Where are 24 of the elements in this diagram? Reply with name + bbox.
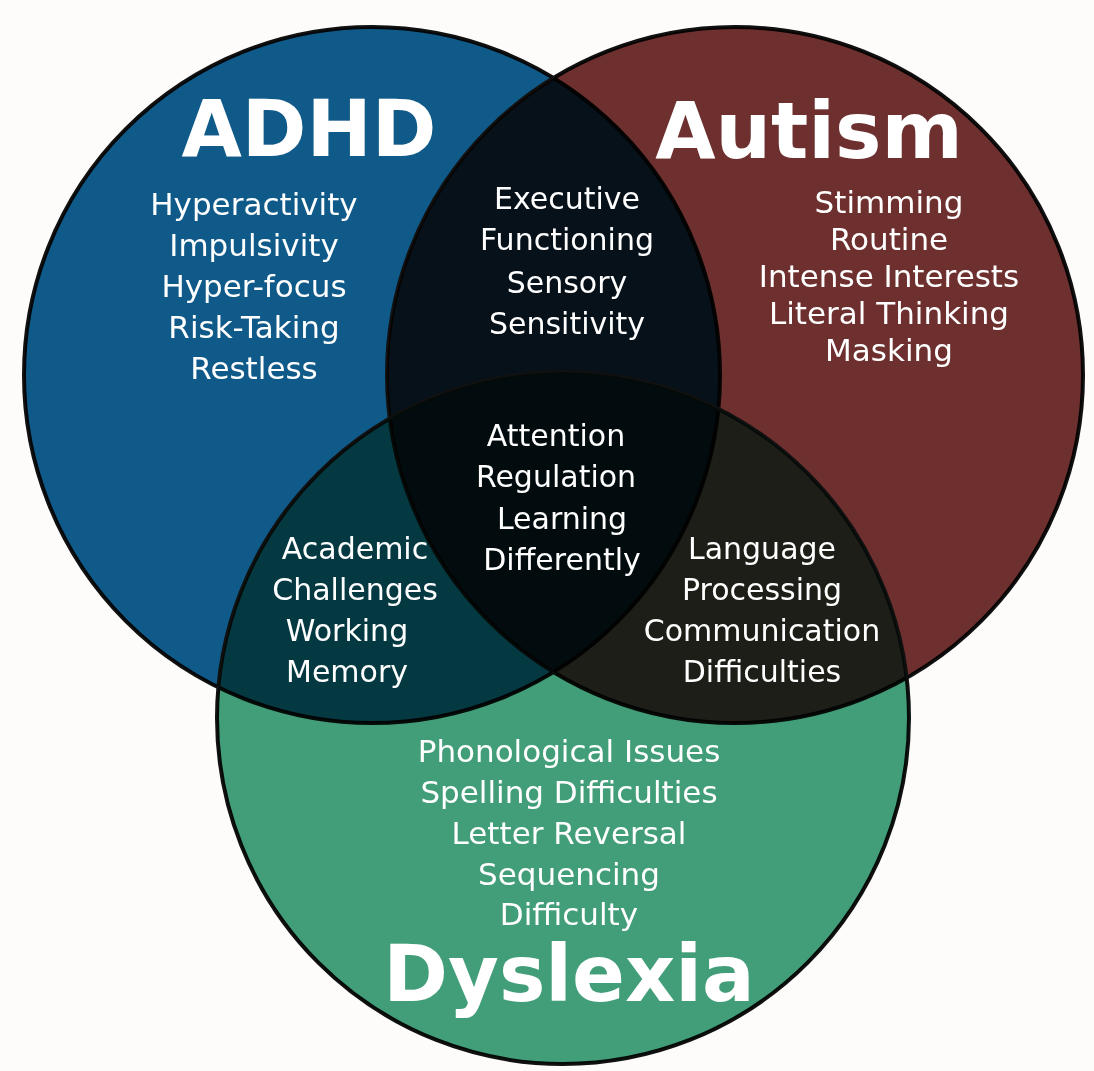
trait-text: Impulsivity [169, 226, 339, 265]
circle-heading: Autism [655, 86, 963, 176]
trait-text: Hyperactivity [150, 185, 358, 224]
trait-text: Intense Interests [758, 258, 1020, 294]
overlap-text: Learning Differently [483, 500, 641, 579]
circle-heading: ADHD [181, 84, 437, 174]
trait-text: Stimming [814, 184, 964, 220]
overlap-text: Academic Challenges [272, 530, 438, 609]
trait-text: Letter Reversal [451, 814, 687, 853]
trait-text: Restless [190, 349, 318, 388]
trait-text: Sequencing Difficulty [478, 855, 660, 934]
overlap-text: Sensory Sensitivity [488, 264, 646, 343]
overlap-text: Language Processing [681, 530, 843, 609]
trait-text: Literal Thinking [768, 295, 1010, 331]
trait-text: Masking [825, 332, 953, 368]
trait-text: Hyper-focus [161, 267, 347, 306]
overlap-text: Attention Regulation [475, 417, 637, 496]
trait-text: Routine [829, 221, 949, 257]
overlap-text: Communication Difficulties [643, 612, 881, 691]
overlap-text: Working Memory [285, 612, 409, 691]
overlap-text: Executive Functioning [480, 180, 654, 259]
trait-text: Phonological Issues [417, 732, 721, 771]
trait-text: Spelling Difficulties [420, 773, 718, 812]
trait-text: Risk-Taking [168, 308, 340, 347]
